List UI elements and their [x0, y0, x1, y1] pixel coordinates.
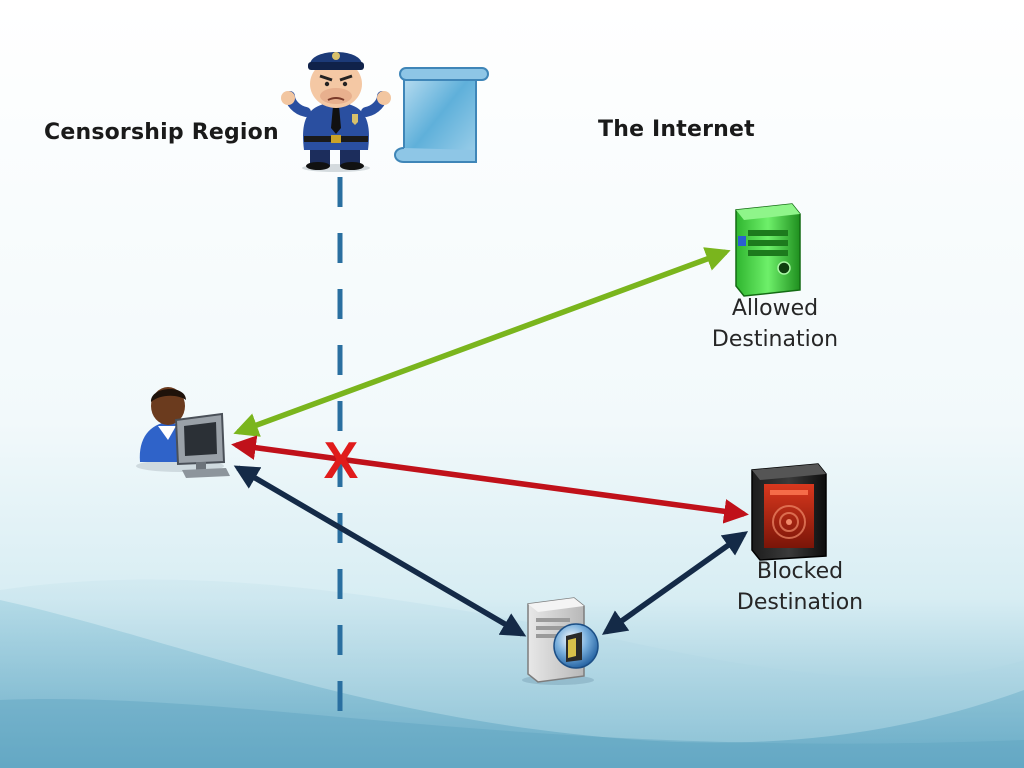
- police-officer-icon: [281, 52, 391, 172]
- allowed-destination-label: Allowed Destination: [700, 293, 850, 355]
- user-to-proxy-arrow: [233, 465, 527, 637]
- internet-region-label: The Internet: [598, 117, 755, 142]
- green-server-tower-icon: [735, 203, 801, 297]
- user-at-computer-icon: [136, 387, 230, 478]
- allowed-destination-line2: Destination: [711, 327, 839, 352]
- blocked-destination-label: Blocked Destination: [725, 556, 875, 618]
- blocked-destination-line1: Blocked: [756, 559, 844, 584]
- proxy-to-blocked-arrow: [601, 531, 749, 635]
- censorship-region-label: Censorship Region: [44, 120, 279, 145]
- x-mark-icon: X: [324, 432, 359, 490]
- scroll-icon: [394, 67, 489, 163]
- allowed-connection-arrow: [233, 247, 731, 437]
- proxy-server-icon: [522, 597, 599, 685]
- blocked-destination-line2: Destination: [736, 590, 864, 615]
- black-red-server-tower-icon: [751, 463, 827, 561]
- allowed-destination-line1: Allowed: [731, 296, 819, 321]
- blocked-connection-arrow: [231, 435, 749, 524]
